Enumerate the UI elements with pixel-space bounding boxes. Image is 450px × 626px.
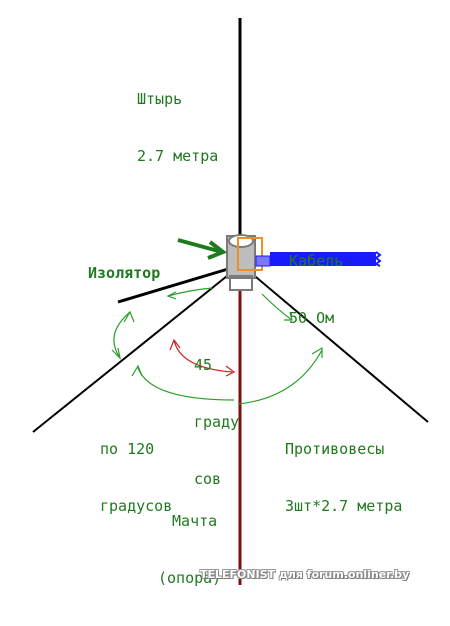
angle-45-label-line-3: сов bbox=[194, 470, 222, 488]
angle-120-arc-left bbox=[111, 310, 135, 360]
mast-label-line-1: Мачта bbox=[172, 512, 218, 530]
diagram-drawing bbox=[32, 18, 429, 585]
angle-45-indicator bbox=[169, 338, 236, 377]
angle-45-arc-right bbox=[261, 293, 293, 321]
connector-icon bbox=[237, 237, 263, 271]
angle-120-label-line-1: по 120 bbox=[100, 440, 155, 458]
counterpoise-right bbox=[249, 271, 429, 423]
mast-label-line-2: (опора) bbox=[158, 569, 222, 587]
whip-label-line-2: 2.7 метра bbox=[137, 147, 219, 165]
whip-label-line-1: Штырь bbox=[137, 90, 183, 108]
counterpoise-left-short bbox=[117, 264, 239, 304]
whip-label: Штырь 2.7 метра bbox=[137, 52, 218, 204]
cable-label-line-1: Кабель bbox=[289, 252, 344, 270]
insulator-label: Изолятор bbox=[88, 264, 161, 282]
insulator-icon bbox=[226, 234, 256, 291]
angle-45-label: 45 граду сов bbox=[194, 318, 239, 527]
angle-45-label-line-2: граду bbox=[194, 413, 240, 431]
counterpoises-label: Противовесы 3шт*2.7 метра bbox=[285, 402, 402, 554]
cable-line bbox=[270, 252, 376, 266]
mast-label: Мачта (опора) bbox=[158, 474, 221, 626]
counterpoises-label-line-1: Противовесы bbox=[285, 440, 385, 458]
counterpoises-label-line-2: 3шт*2.7 метра bbox=[285, 497, 403, 515]
watermark: TELEFONIST для forum.onliner.by bbox=[200, 568, 410, 581]
angle-45-arc-left bbox=[166, 287, 213, 300]
cable-label-line-2: 50 Ом bbox=[289, 309, 335, 327]
counterpoise-left bbox=[32, 271, 233, 433]
angle-120-label-line-2: градусов bbox=[100, 497, 173, 515]
angle-120-label: по 120 градусов bbox=[100, 402, 172, 554]
cable-label: Кабель 50 Ом bbox=[289, 214, 343, 366]
antenna-diagram: Штырь 2.7 метра Изолятор Кабель 50 Ом 45… bbox=[32, 18, 429, 587]
angle-120-arc-bottom bbox=[131, 346, 323, 405]
angle-45-label-line-1: 45 bbox=[194, 356, 213, 374]
insulator-arrow-icon bbox=[177, 238, 228, 260]
